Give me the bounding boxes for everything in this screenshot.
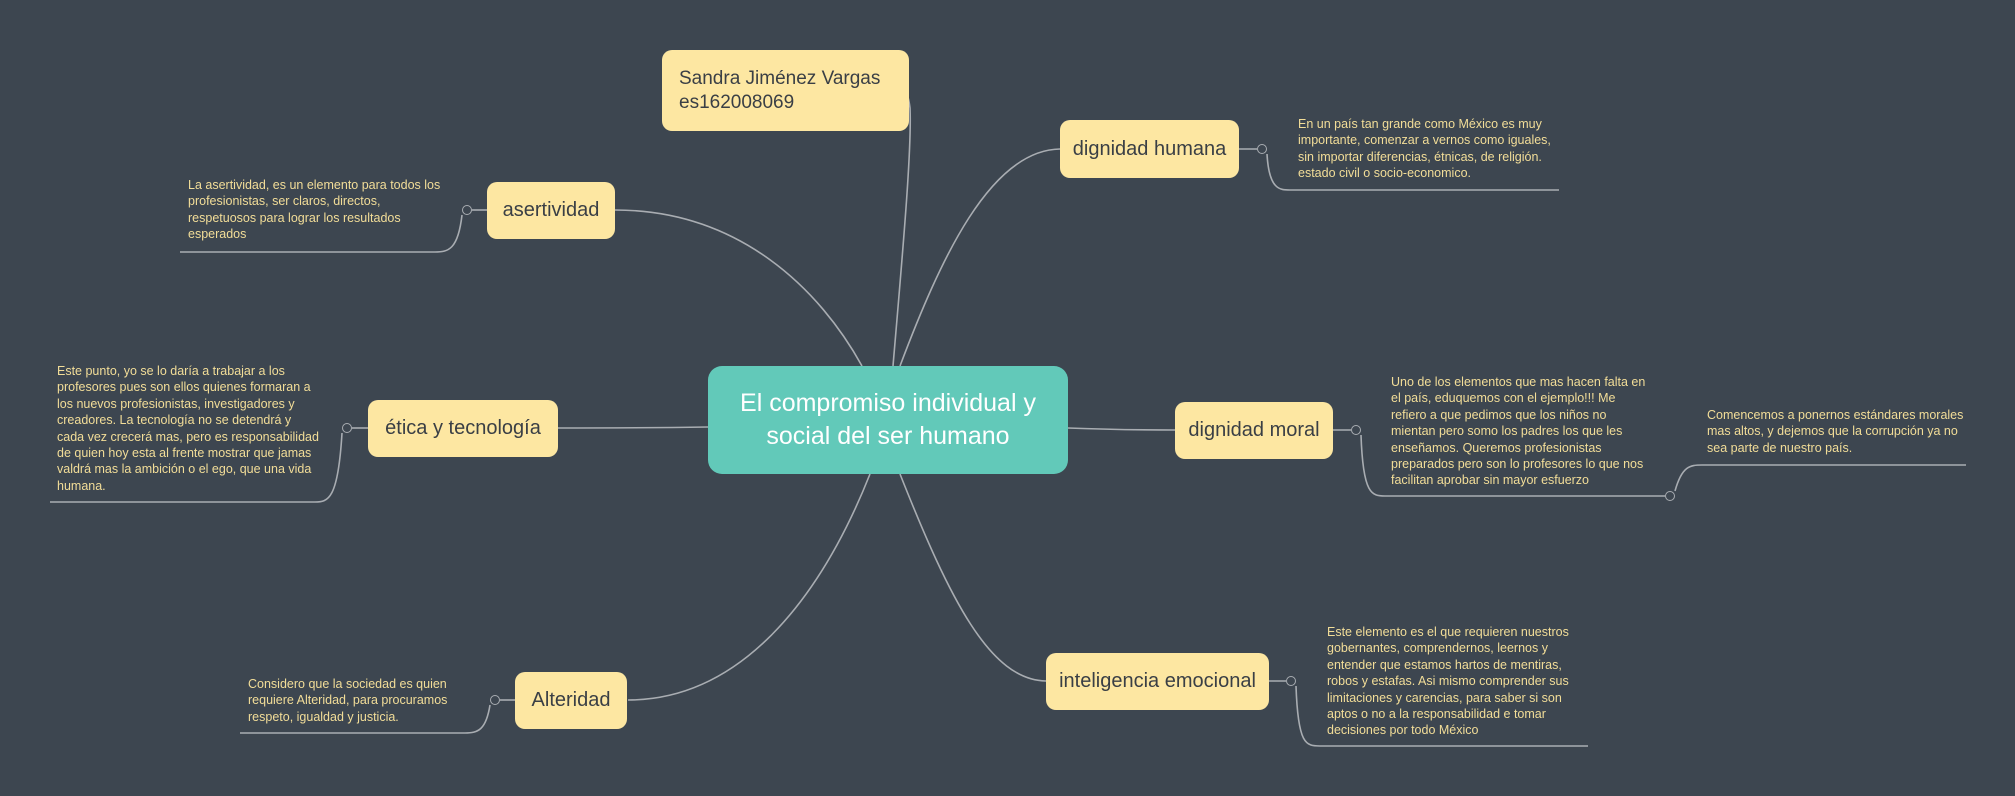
central-topic-title: El compromiso individual y social del se… <box>740 389 1036 450</box>
note-etica-tecnologia: Este punto, yo se lo daría a trabajar a … <box>57 364 319 493</box>
connector-note-asertividad-underline <box>180 214 463 253</box>
connector-asertividad <box>614 209 863 367</box>
collapse-dot-dignidad-moral-note[interactable] <box>1665 491 1675 501</box>
connector-note-inteligencia-underline <box>1295 685 1588 747</box>
note-dignidad-moral: Uno de los elementos que mas hacen falta… <box>1391 375 1646 488</box>
connector-dignidad-humana <box>899 148 1061 367</box>
topic-etica-tecnologia[interactable]: ética y tecnología <box>368 400 558 457</box>
collapse-dot-inteligencia-emocional[interactable] <box>1286 676 1296 686</box>
connector-author <box>892 89 912 367</box>
connector-etica <box>556 426 709 429</box>
topic-label: ética y tecnología <box>385 417 541 439</box>
collapse-dot-dignidad-humana[interactable] <box>1257 144 1267 154</box>
connector-alteridad <box>627 473 871 701</box>
collapse-dot-asertividad[interactable] <box>462 205 472 215</box>
topic-alteridad[interactable]: Alteridad <box>515 672 627 729</box>
topic-dignidad-humana[interactable]: dignidad humana <box>1060 120 1239 178</box>
connector-note-dignidad-moral-underline <box>1360 434 1665 497</box>
collapse-dot-etica[interactable] <box>342 423 352 433</box>
connector-inteligencia-emocional <box>899 473 1047 682</box>
note-asertividad: La asertividad, es un elemento para todo… <box>188 178 441 242</box>
connector-note-dignidad-humana-underline <box>1266 153 1559 191</box>
collapse-dot-dignidad-moral[interactable] <box>1351 425 1361 435</box>
topic-label: dignidad moral <box>1188 419 1320 441</box>
central-topic[interactable]: El compromiso individual y social del se… <box>708 366 1068 474</box>
connector-dignidad-moral <box>1067 427 1176 431</box>
note-alteridad: Considero que la sociedad es quien requi… <box>248 677 448 724</box>
connector-subnote <box>1674 464 1966 492</box>
connector-note-alteridad-underline <box>240 704 491 734</box>
connector-note-etica-underline <box>50 432 343 503</box>
topic-inteligencia-emocional[interactable]: inteligencia emocional <box>1046 653 1269 710</box>
subnote-dignidad-moral: Comencemos a ponernos estándares morales… <box>1707 408 1964 455</box>
note-inteligencia-emocional: Este elemento es el que requieren nuestr… <box>1327 625 1569 738</box>
topic-label: asertividad <box>502 199 600 221</box>
topic-label: inteligencia emocional <box>1059 670 1256 692</box>
author-node[interactable]: Sandra Jiménez Vargas es162008069 <box>662 50 909 131</box>
note-dignidad-humana: En un país tan grande como México es muy… <box>1298 117 1551 181</box>
collapse-dot-alteridad[interactable] <box>490 695 500 705</box>
topic-asertividad[interactable]: asertividad <box>487 182 615 239</box>
topic-label: dignidad humana <box>1072 137 1227 160</box>
author-id: es162008069 <box>679 91 795 113</box>
author-name: Sandra Jiménez Vargas <box>679 67 881 89</box>
topic-label: Alteridad <box>531 689 611 711</box>
topic-dignidad-moral[interactable]: dignidad moral <box>1175 402 1333 459</box>
